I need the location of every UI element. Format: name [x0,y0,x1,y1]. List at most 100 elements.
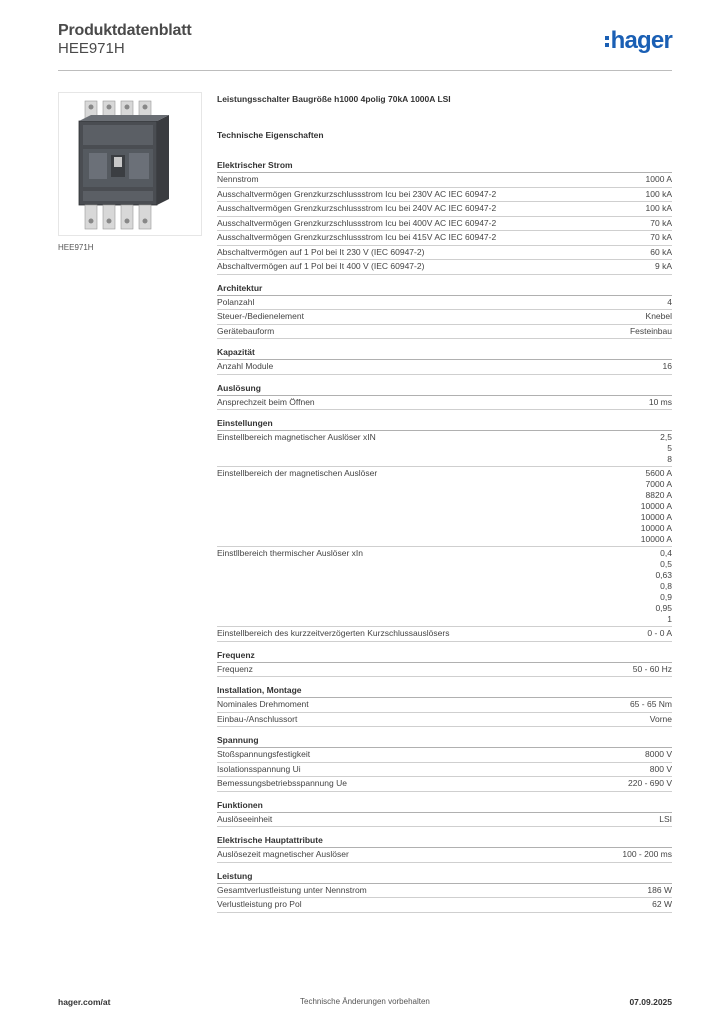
spec-label: Abschaltvermögen auf 1 Pol bei It 400 V … [217,261,425,271]
spec-label: Auslöseeinheit [217,813,273,824]
spec-value-item: 0,95 [655,603,672,613]
section-title: Installation, Montage [217,685,672,698]
spec-value: Knebel [646,311,672,323]
spec-value: 100 kA [646,189,672,201]
spec-label: Einbau-/Anschlussort [217,713,298,724]
spec-label: Ausschaltvermögen Grenzkurzschlussstrom … [217,217,497,228]
spec-label: Nennstrom [217,174,259,184]
spec-value-item: 50 - 60 Hz [632,663,672,674]
spec-value: Vorne [650,714,672,726]
spec-label: Gesamtverlustleistung unter Nennstrom [217,884,367,895]
spec-value: 60 kA [650,247,672,259]
spec-label: Abschaltvermögen auf 1 Pol bei It 230 V … [217,246,425,257]
spec-value-item: 62 W [652,899,672,909]
spec-label: Anzahl Module [217,361,274,371]
spec-value-item: 10 ms [648,396,672,407]
spec-value-item: 5 [667,443,672,453]
spec-row: Einstellbereich der magnetischen Auslöse… [217,467,672,547]
spec-row: Verlustleistung pro Pol 62 W [217,898,672,913]
spec-row: Ausschaltvermögen Grenzkurzschlussstrom … [217,231,672,246]
spec-value-item: 8 [667,454,672,464]
spec-label: Frequenz [217,663,253,674]
spec-value: 16 [663,361,672,373]
spec-value-item: 0,63 [655,570,672,580]
spec-value: 220 - 690 V [628,778,672,790]
spec-row: Ausschaltvermögen Grenzkurzschlussstrom … [217,188,672,202]
spec-value: 70 kA [650,218,672,230]
section-title: Elektrischer Strom [217,160,672,173]
spec-value-item: Vorne [649,713,672,724]
section-title: Frequenz [217,650,672,663]
spec-row: Nennstrom 1000 A [217,173,672,188]
footer-website: hager.com/at [58,997,111,1007]
spec-value: 65 - 65 Nm [630,699,672,711]
spec-label: Stoßspannungsfestigkeit [217,749,311,759]
spec-label: Ausschaltvermögen Grenzkurzschlussstrom … [217,188,497,199]
spec-value: 100 - 200 ms [622,849,672,861]
section-title: Kapazität [217,347,672,360]
spec-row: Einstellbereich magnetischer Auslöser xI… [217,431,672,467]
spec-row: Ausschaltvermögen Grenzkurzschlussstrom … [217,202,672,217]
spec-value-item: 2,5 [660,432,672,442]
spec-label: Gerätebauform [217,325,275,336]
spec-row: Frequenz 50 - 60 Hz [217,663,672,677]
spec-row: Gerätebauform Festeinbau [217,325,672,339]
spec-value: LSI [659,814,672,826]
spec-row: Abschaltvermögen auf 1 Pol bei It 230 V … [217,246,672,260]
spec-value-item: 0,4 [660,548,672,558]
spec-value-item: 10000 A [640,501,672,511]
spec-value-item: 60 kA [650,246,672,257]
spec-value-item: 8820 A [645,490,672,500]
spec-value: 1000 A [646,174,672,186]
section-title: Elektrische Hauptattribute [217,835,672,848]
spec-label: Isolationsspannung Ui [217,763,301,774]
spec-value: 8000 V [645,749,672,761]
spec-value-item: 10000 A [640,523,672,533]
section-title: Architektur [217,283,672,296]
spec-row: Isolationsspannung Ui 800 V [217,763,672,777]
section-title: Leistung [217,871,672,884]
section-title: Auslösung [217,383,672,396]
page-header: Produktdatenblatt HEE971H hager [58,22,673,68]
spec-row: Stoßspannungsfestigkeit 8000 V [217,748,672,763]
spec-value-item: 10000 A [640,534,672,544]
spec-value: 4 [667,297,672,309]
section-title: Funktionen [217,800,672,813]
spec-value-item: 800 V [649,763,672,774]
spec-value-item: LSI [659,813,672,824]
spec-label: Einstllbereich thermischer Auslöser xIn [217,548,363,558]
spec-value: 100 kA [646,203,672,215]
spec-value-item: 0,5 [660,559,672,569]
spec-value-item: Knebel [645,311,672,321]
spec-row: Abschaltvermögen auf 1 Pol bei It 400 V … [217,260,672,275]
spec-value-item: 4 [667,296,672,307]
footer-date: 07.09.2025 [629,997,672,1007]
logo-dots-icon [604,35,609,47]
spec-value: 0 - 0 A [647,628,672,640]
spec-label: Ausschaltvermögen Grenzkurzschlussstrom … [217,232,497,242]
hager-logo: hager [604,28,673,54]
section-title: Einstellungen [217,418,672,431]
spec-label: Ausschaltvermögen Grenzkurzschlussstrom … [217,203,497,213]
spec-value-item: 100 kA [645,188,672,199]
spec-value: Festeinbau [630,326,672,338]
spec-label: Verlustleistung pro Pol [217,899,302,909]
spec-value-item: 70 kA [650,232,672,242]
document-title: Produktdatenblatt [58,22,192,39]
spec-value-item: Festeinbau [629,325,672,336]
spec-value-item: 1 [667,614,672,624]
